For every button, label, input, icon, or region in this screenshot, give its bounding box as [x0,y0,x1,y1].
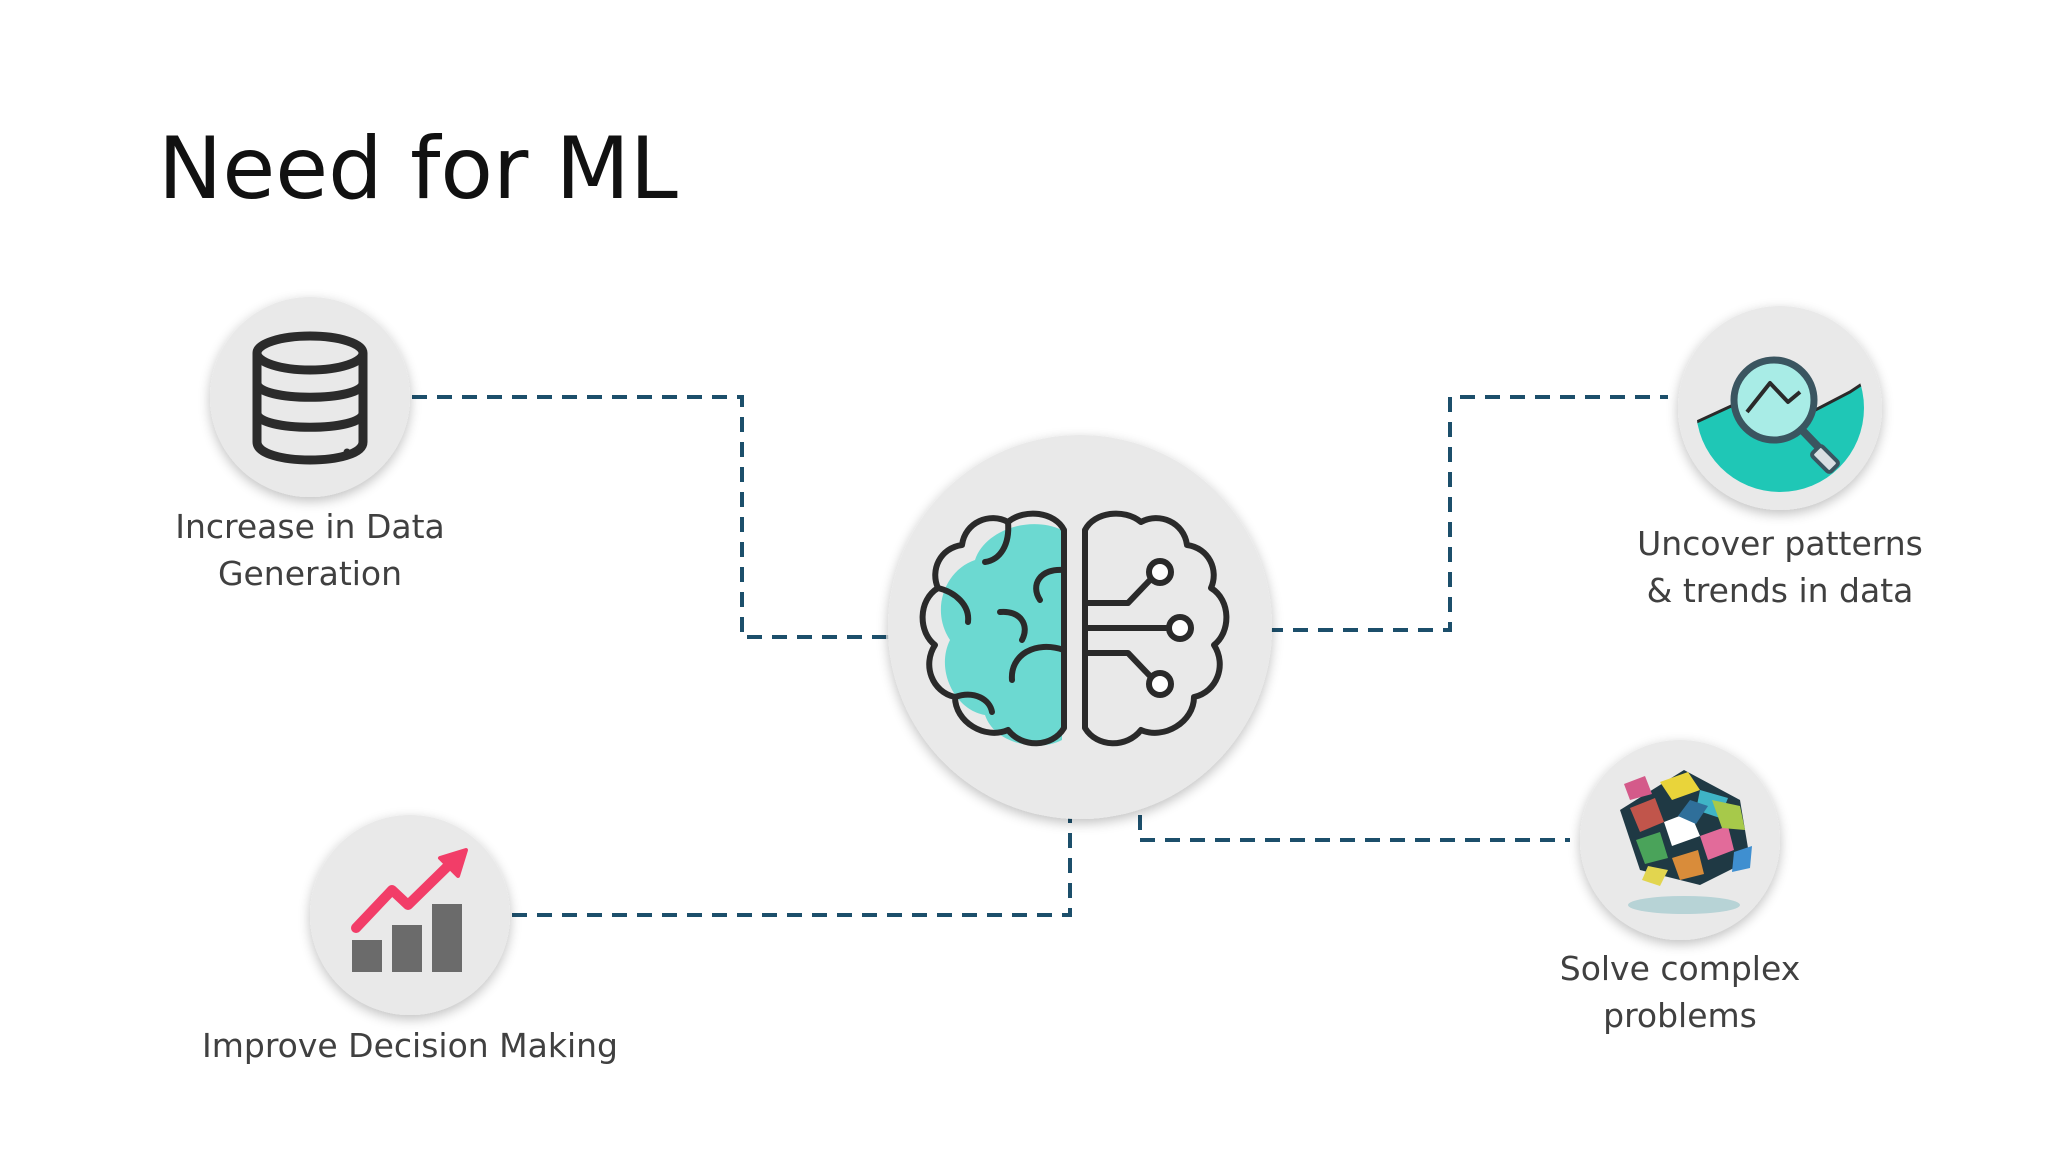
brain-circuit-icon [919,510,1230,747]
label-decision-making: Improve Decision Making [202,1026,618,1065]
center-node [888,435,1272,819]
growth-chart-icon [351,848,468,972]
connector-decision-making [512,818,1072,917]
label-complex-problems: Solve complex problems [1559,949,1801,1035]
connector-data-generation [412,395,886,639]
puzzle-cube-icon [1620,770,1752,914]
data-generation-node [210,297,410,497]
label-patterns: Uncover patterns & trends in data [1637,524,1923,610]
decision-making-node [310,815,510,1015]
database-icon [252,331,368,465]
slide-title: Need for ML [158,119,678,219]
complex-problems-node [1580,740,1780,940]
connector-patterns [1268,395,1668,632]
label-data-generation: Increase in Data Generation [175,507,445,593]
magnifier-chart-icon [1696,356,1864,492]
connector-complex-problems [1138,790,1570,842]
patterns-node [1678,306,1882,510]
